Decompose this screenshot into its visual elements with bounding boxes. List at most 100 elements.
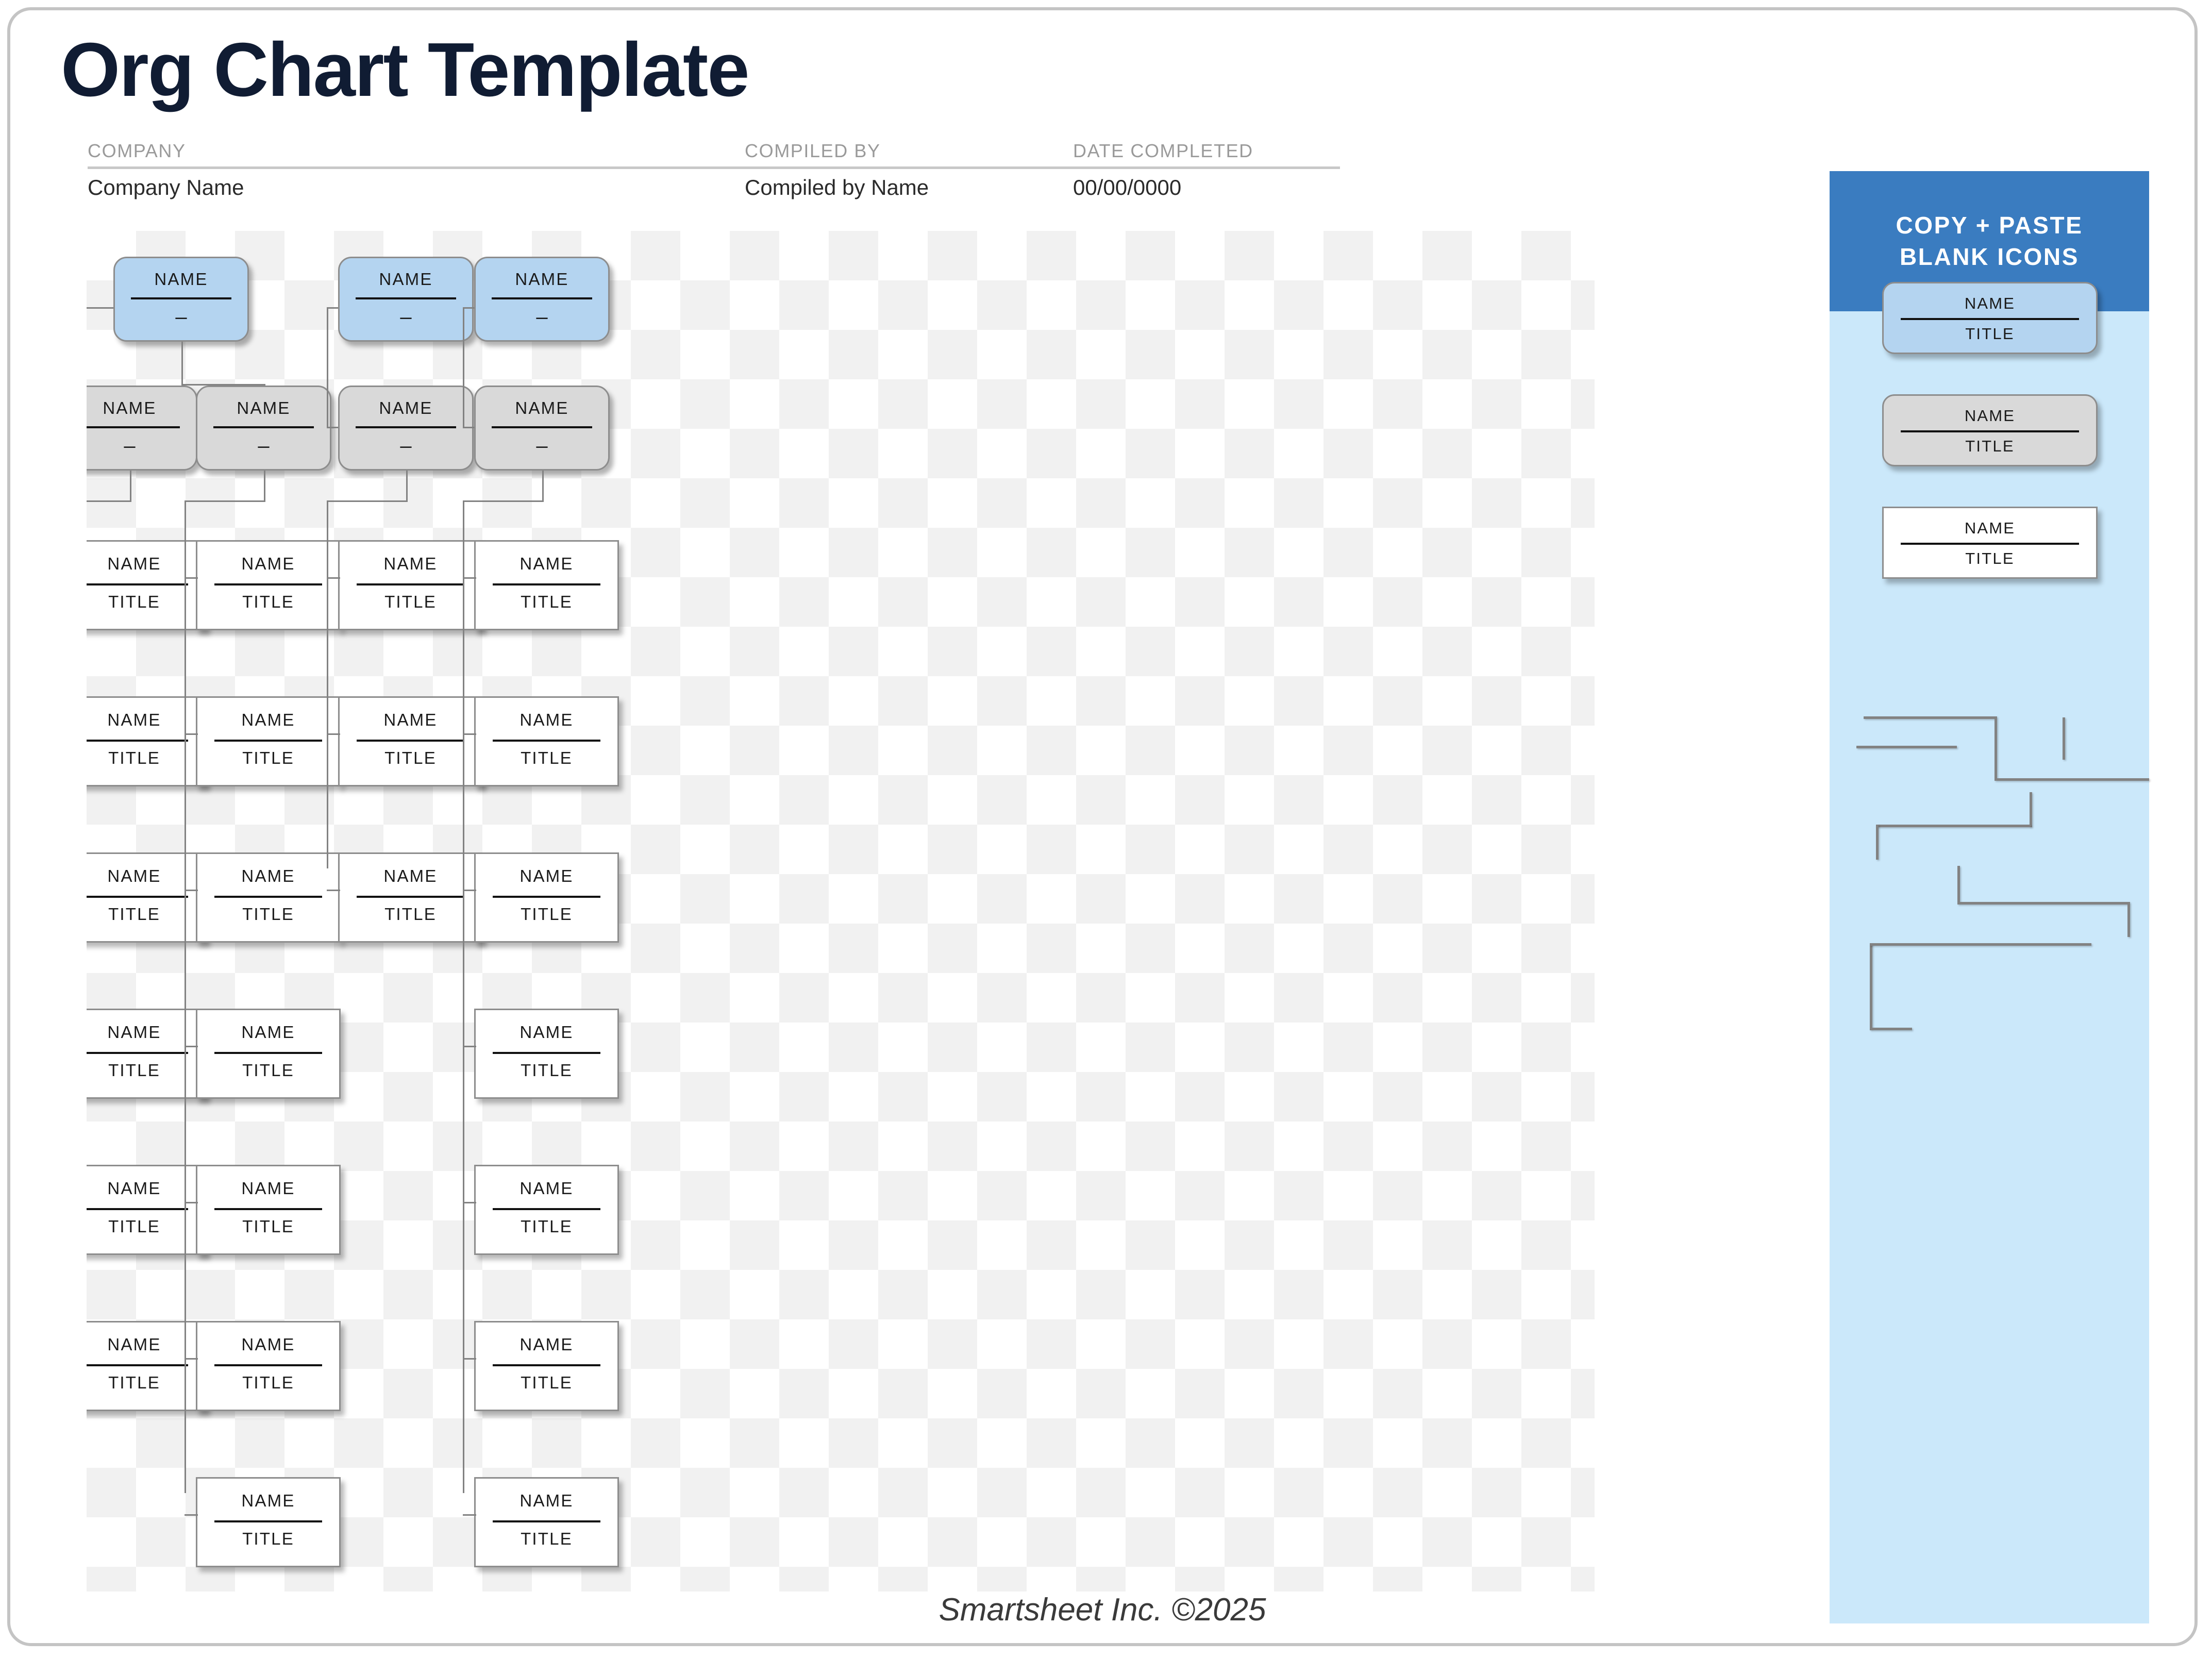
node-divider xyxy=(87,740,188,742)
org-node-manager-col1[interactable]: NAME – xyxy=(196,386,331,471)
node-subtitle: TITLE xyxy=(521,1373,573,1393)
node-subtitle: – xyxy=(175,306,187,329)
node-divider xyxy=(493,1208,600,1211)
node-name: NAME xyxy=(154,270,208,289)
blank-connector-segment[interactable] xyxy=(1995,716,1997,778)
node-subtitle: TITLE xyxy=(242,748,294,768)
org-node-root-col2[interactable]: NAME– xyxy=(338,257,474,342)
connector-line xyxy=(185,577,198,579)
node-divider xyxy=(493,583,600,586)
org-node-manager-col3[interactable]: NAME– xyxy=(474,386,610,471)
compiled-by-value[interactable]: Compiled by Name xyxy=(745,175,929,199)
org-node-manager-col0[interactable]: NAME– xyxy=(87,386,197,471)
node-divider xyxy=(491,297,593,300)
blank-icons-heading-line1: COPY + PASTE xyxy=(1896,212,2083,239)
node-name: NAME xyxy=(237,398,291,418)
company-value[interactable]: Company Name xyxy=(88,175,244,199)
org-chart-canvas: NAME – NAME – NAME TITLE NAME TITLE NAME TITLE NAM… xyxy=(87,231,1595,1592)
org-node-root-col0[interactable]: NAME – xyxy=(113,257,249,342)
blank-icon-divider xyxy=(1900,543,2080,545)
node-subtitle: TITLE xyxy=(108,592,160,612)
date-completed-value[interactable]: 00/00/0000 xyxy=(1073,175,1182,199)
org-node-report-col1-1[interactable]: NAME TITLE xyxy=(196,696,341,786)
node-name: NAME xyxy=(241,1334,295,1354)
node-subtitle: TITLE xyxy=(242,1529,294,1549)
node-subtitle: – xyxy=(258,434,270,458)
blank-connector-segment[interactable] xyxy=(2063,717,2065,760)
blank-icons-heading-line2: BLANK ICONS xyxy=(1899,243,2080,270)
connector-line xyxy=(406,471,408,500)
compiled-by-field: COMPILED BY Compiled by Name xyxy=(745,140,929,199)
blank-connector-segment[interactable] xyxy=(1957,866,1960,902)
blank-connector-segment[interactable] xyxy=(1870,943,2091,946)
connector-line xyxy=(327,733,340,735)
blank-connector-segment[interactable] xyxy=(2030,792,2032,827)
blank-connector-segment[interactable] xyxy=(1876,825,1879,860)
blank-connector-segment[interactable] xyxy=(2127,902,2130,937)
connector-line xyxy=(463,577,476,579)
node-subtitle: TITLE xyxy=(108,1373,160,1393)
node-subtitle: TITLE xyxy=(242,1217,294,1236)
connector-line xyxy=(181,384,264,386)
blank-connector-segment[interactable] xyxy=(1864,716,1995,719)
node-name: NAME xyxy=(241,710,295,729)
node-name: NAME xyxy=(515,398,569,418)
node-name: NAME xyxy=(515,270,569,289)
node-name: NAME xyxy=(103,398,157,418)
connector-line xyxy=(463,1358,476,1360)
org-node-root-col3[interactable]: NAME– xyxy=(474,257,610,342)
blank-connector-segment[interactable] xyxy=(1995,778,2149,781)
org-node-manager-col2[interactable]: NAME– xyxy=(338,386,474,471)
blank-icon-name: NAME xyxy=(1964,294,2016,313)
blank-connector-segment[interactable] xyxy=(1856,746,1957,748)
company-label: COMPANY xyxy=(88,140,186,161)
node-divider xyxy=(357,740,464,742)
blank-connector-segment[interactable] xyxy=(1870,943,1872,1029)
node-subtitle: TITLE xyxy=(384,592,437,612)
blank-connector-segment[interactable] xyxy=(1957,902,2127,905)
node-subtitle: TITLE xyxy=(521,592,573,612)
node-name: NAME xyxy=(520,866,574,885)
connector-line xyxy=(185,890,198,891)
connector-line xyxy=(185,733,198,735)
node-divider xyxy=(87,896,188,898)
connector-line xyxy=(327,307,328,427)
node-subtitle: TITLE xyxy=(384,905,437,924)
node-divider xyxy=(214,1208,322,1211)
node-name: NAME xyxy=(241,554,295,573)
node-divider xyxy=(87,1052,188,1054)
node-subtitle: TITLE xyxy=(108,1217,160,1236)
blank-icon-title: TITLE xyxy=(1965,549,2015,568)
node-divider xyxy=(493,1520,600,1523)
blank-connector-segment[interactable] xyxy=(1876,825,2031,827)
node-divider xyxy=(213,426,314,429)
node-divider xyxy=(214,1052,322,1054)
node-divider xyxy=(493,896,600,898)
blank-connector-segment[interactable] xyxy=(1870,1028,1912,1030)
